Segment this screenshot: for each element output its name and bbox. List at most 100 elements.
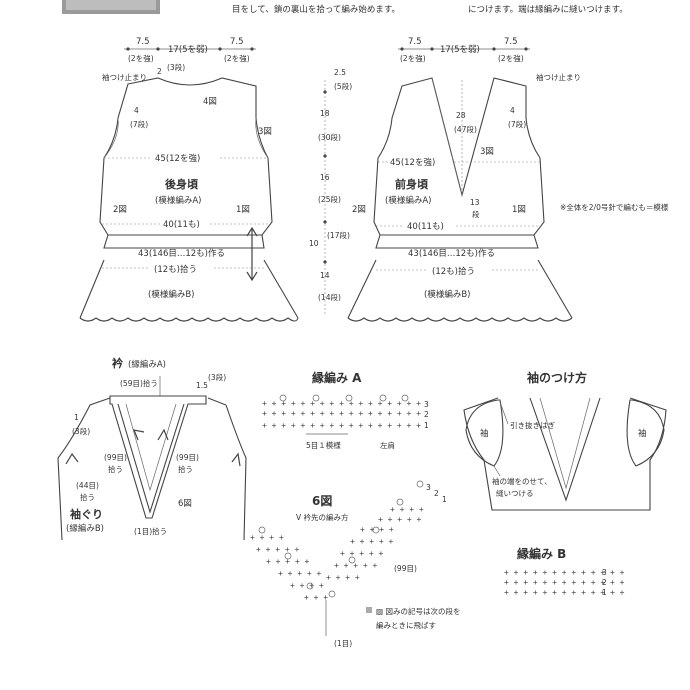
collar-44: (44目)	[76, 481, 99, 490]
svg-text:+ + + + +: + + + + +	[334, 561, 378, 570]
fig6-row3: 3	[426, 483, 431, 492]
middle-measure-5: 14	[320, 271, 330, 280]
front-fig2: 2図	[352, 205, 366, 215]
middle-measure-1: 2.5	[334, 68, 346, 77]
front-armhole-depth: 4	[510, 106, 515, 115]
edge-b-row2: 2	[602, 578, 607, 587]
back-waist-band	[103, 234, 265, 249]
svg-text:+ + + + +: + + + + +	[378, 515, 422, 524]
sleeve-v-neck-inner	[539, 397, 591, 490]
middle-measure-5-rows: (14段)	[318, 292, 341, 302]
back-scallop-hem	[79, 317, 299, 322]
fig6-note2: 編みときに飛ばす	[376, 620, 436, 630]
sleeve-diagram: 袖のつけ方 袖 袖 引き抜きはぎ 袖の端をのせて、 縫いつける	[463, 370, 667, 511]
middle-dot	[323, 260, 327, 264]
front-shoulder-right-sub: (2を強)	[498, 53, 524, 63]
collar-title: 衿	[112, 356, 123, 370]
middle-dot	[323, 90, 327, 94]
front-v-rows: (47段)	[454, 124, 477, 134]
back-fig3: 3図	[258, 127, 272, 137]
edge-a-row2: 2	[424, 410, 429, 419]
front-45-bg	[388, 157, 452, 167]
front-scallop-hem	[347, 317, 573, 322]
front-armhole-note: 袖つけ止まり	[536, 72, 581, 82]
front-border-label: (模様編みB)	[424, 289, 470, 300]
sleeve-right-label: 袖	[638, 428, 647, 439]
collar-arrow-right	[157, 428, 169, 441]
front-armhole-rows: (7段)	[508, 119, 526, 129]
armhole-sub: (縁編みB)	[66, 523, 104, 534]
back-border-right	[263, 259, 299, 319]
svg-text:+ + + + + + + + + + + + +: + + + + + + + + + + + + +	[504, 568, 625, 577]
back-fig4: 4図	[203, 97, 217, 107]
back-armhole-note: 袖つけ止まり	[102, 72, 147, 82]
collar-left-1: 1	[74, 413, 79, 422]
collar-99-right2: 拾う	[178, 464, 193, 474]
top-text-left: 目をして、鎖の裏山を拾って編み始めます。	[232, 4, 400, 15]
fig6-chart: 6図 V 衿先の編み方 + + + + + + + + + + + + + + …	[250, 480, 460, 648]
collar-99-left: (99目)	[104, 453, 127, 462]
back-shoulder-right: 7.5	[230, 37, 244, 47]
back-body-outline	[99, 77, 273, 236]
front-waist-band	[375, 234, 539, 249]
edge-a-row3: 3	[424, 400, 429, 409]
collar-44b: 拾う	[80, 492, 95, 502]
front-dim-dot	[524, 47, 528, 51]
sleeve-v-neck	[529, 397, 601, 502]
side-note: ※全体を2/0号針で編むも＝模様	[560, 202, 669, 212]
collar-band	[109, 395, 207, 519]
svg-text:+ + + + +: + + + + +	[350, 537, 394, 546]
armhole-arrow-left	[65, 452, 79, 465]
svg-text:+ + + + + + + + + + + + + + +: + + + + + + + + + + + + + + + + +	[262, 409, 421, 418]
middle-measure-2: 18	[320, 109, 330, 118]
sleeve-note-pointer2	[493, 465, 501, 477]
edge-a-title: 縁編み A	[312, 370, 362, 385]
middle-measure-3: 16	[320, 173, 330, 182]
svg-text:+ + + + + + + + + + + + +: + + + + + + + + + + + + +	[504, 588, 625, 597]
fig6-picots	[258, 480, 424, 598]
edge-a-stitches: + + + + + + + + + + + + + + + + + + + + …	[262, 399, 421, 430]
fig6-note1: ▨ 図みの記号は次の段を	[376, 606, 460, 616]
front-v-left	[431, 77, 463, 196]
edge-a-left-shoulder: 左肩	[380, 440, 395, 450]
armhole-title: 袖ぐり	[70, 507, 103, 521]
back-armhole-right	[255, 117, 269, 159]
front-dim-dot	[430, 47, 434, 51]
back-arrow-up	[246, 226, 258, 237]
top-text-right: につけます。端は縁編みに縫いつけます。	[468, 4, 628, 15]
back-45-bg	[152, 153, 218, 163]
sleeve-cap-left	[465, 399, 504, 467]
front-border-left	[347, 259, 377, 319]
fig6-count: (99目)	[394, 564, 417, 573]
collar-arrow-left	[133, 429, 145, 441]
collar-diagram: 衿 (縁編みA) (59目)拾う 1.5 (3段) 1 (3段) (99目) 拾…	[57, 356, 247, 541]
back-cast-on: 43(146目…12も)作る	[138, 248, 225, 259]
edge-a-repeat: 5目１模様	[306, 440, 341, 450]
collar-left-side	[57, 397, 111, 541]
front-shoulder-left-sub: (2を強)	[400, 53, 426, 63]
back-neck-rise: 2	[157, 67, 162, 76]
back-neck-width: 17(5を弱)	[168, 45, 208, 55]
front-width-45: 45(12を強)	[390, 157, 435, 168]
back-neck-rise-rows: (3段)	[167, 62, 185, 72]
back-fig1: 1図	[236, 205, 250, 215]
collar-left-1-rows: (3段)	[72, 426, 90, 436]
svg-text:+ + + + + + + + + + + + + + +: + + + + + + + + + + + + + + + + +	[262, 421, 421, 430]
front-fig3: 3図	[480, 147, 494, 157]
svg-text:+ + + + +: + + + + +	[256, 545, 300, 554]
edge-b-row1: 1	[602, 588, 607, 597]
front-fig1: 1図	[512, 205, 526, 215]
middle-measure-4: 10	[309, 239, 319, 248]
collar-99-left2: 拾う	[108, 464, 123, 474]
collar-99-right: (99目)	[176, 453, 199, 462]
photo-thumbnail-inner	[66, 0, 156, 10]
middle-dot	[323, 220, 327, 224]
middle-dot	[323, 154, 327, 158]
back-dim-dot	[218, 47, 222, 51]
front-cast-on: 43(146目…12も)作る	[408, 248, 495, 259]
front-v-tip: 13	[470, 198, 480, 207]
front-shoulder-right: 7.5	[504, 37, 518, 47]
back-armhole-left	[103, 117, 119, 159]
sleeve-note-top: 引き抜きはぎ	[510, 420, 555, 430]
